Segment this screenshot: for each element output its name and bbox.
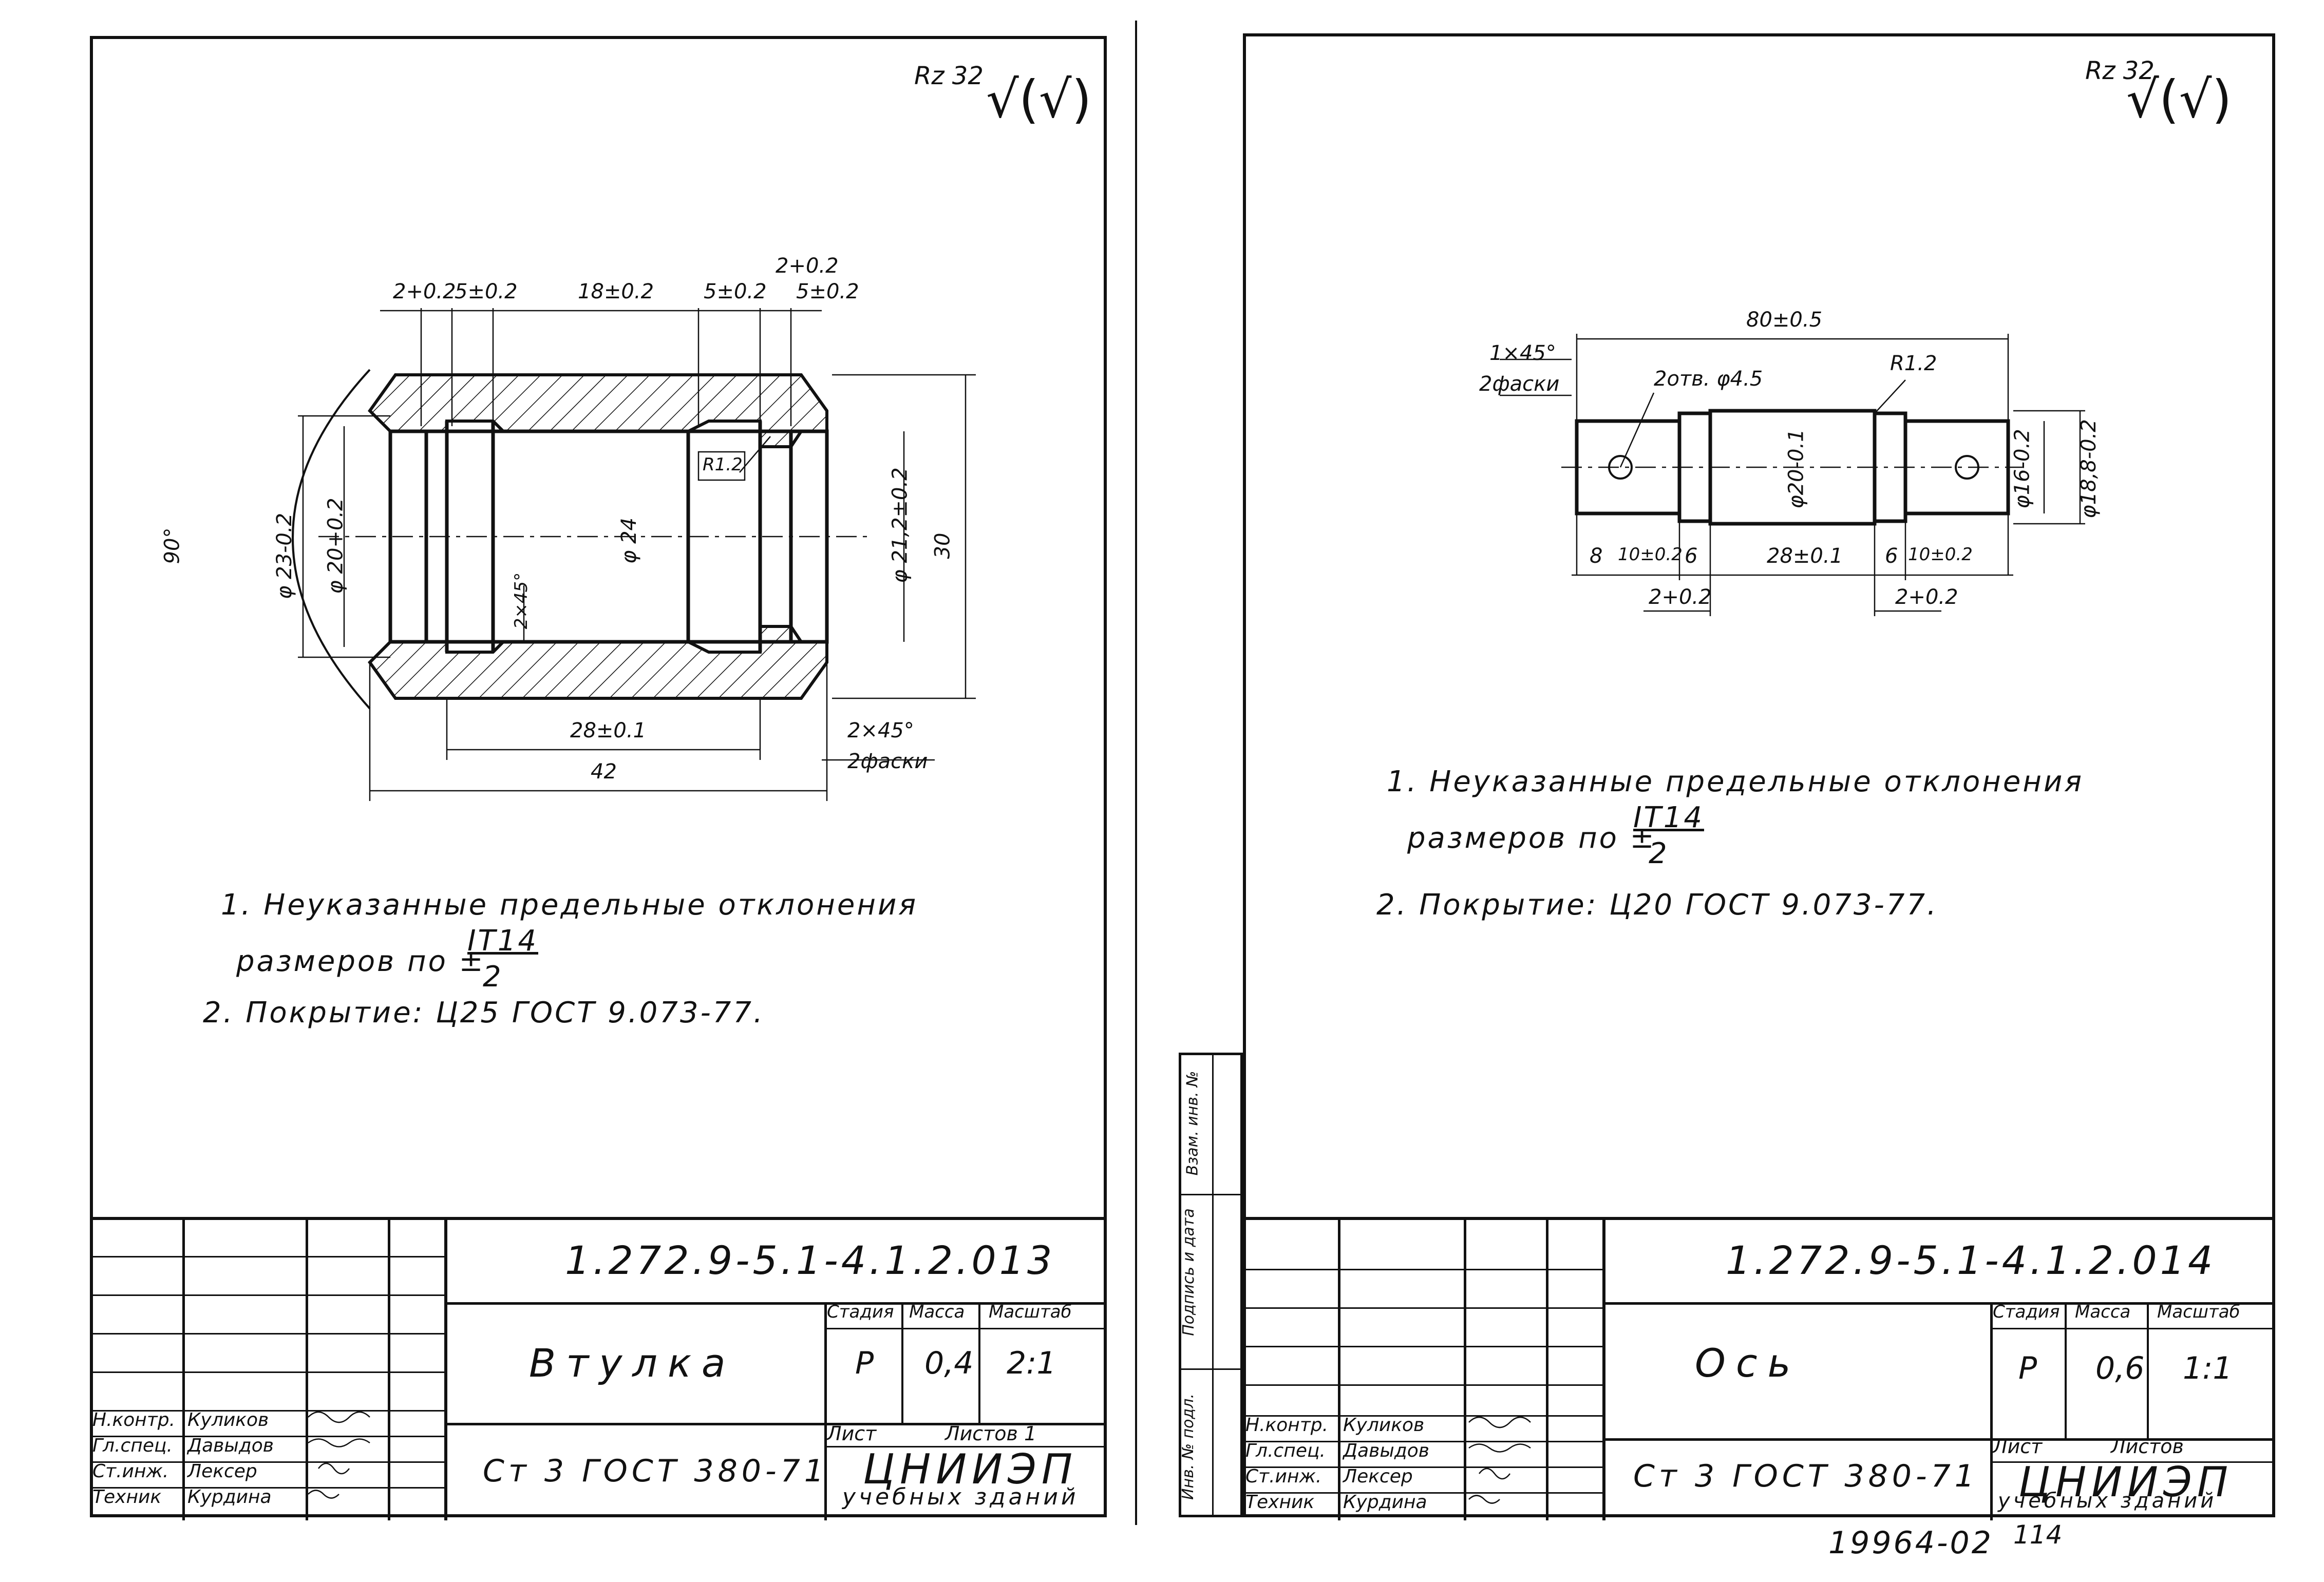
dim-r12-left: R1.2 xyxy=(703,454,743,475)
right-note-2: 2. Покрытие: Ц20 ГОСТ 9.073-77. xyxy=(1376,888,1938,922)
left-role-2: Гл.спец. xyxy=(92,1435,173,1456)
dim-28: 28±0.1 xyxy=(570,719,647,742)
right-roughness-mark: √(√) xyxy=(2126,69,2232,129)
right-note-1-line2: размеров по ± xyxy=(1407,822,1656,855)
left-scale-label: Масштаб xyxy=(989,1302,1072,1322)
left-name-2: Давыдов xyxy=(187,1435,274,1456)
left-sheets-label: Листов 1 xyxy=(945,1422,1037,1445)
right-name-4: Курдина xyxy=(1343,1492,1427,1513)
left-mass-value: 0,4 xyxy=(924,1345,974,1381)
right-org-sub: учебных зданий xyxy=(1998,1489,2217,1513)
right-note-1-frac-den: 2 xyxy=(1649,837,1669,870)
left-material: Ст 3 ГОСТ 380-71 xyxy=(483,1453,828,1489)
right-name-2: Давыдов xyxy=(1343,1440,1429,1461)
left-note-1-line2: размеров по ± xyxy=(236,945,485,978)
right-role-1: Н.контр. xyxy=(1245,1415,1329,1436)
right-name-3: Лексер xyxy=(1343,1466,1413,1487)
left-roughness-value: Rz 32 xyxy=(914,62,984,90)
dim-chamfer-outer: 2×45° xyxy=(847,719,914,742)
right-role-3: Ст.инж. xyxy=(1245,1466,1322,1487)
left-scale-value: 2:1 xyxy=(1007,1345,1056,1381)
dim-5-c: 5±0.2 xyxy=(796,280,859,303)
side-stamp-strip xyxy=(1179,1053,1243,1517)
left-name-4: Курдина xyxy=(187,1486,272,1508)
footer-page: 114 xyxy=(2013,1520,2063,1550)
sheet-divider xyxy=(1135,21,1137,1525)
right-role-4: Техник xyxy=(1245,1492,1315,1513)
dim-2-a: 2+0.2 xyxy=(393,280,456,303)
axle-dim-28: 28±0.1 xyxy=(1767,544,1843,568)
right-mass-value: 0,6 xyxy=(2095,1350,2145,1386)
left-note-2: 2. Покрытие: Ц25 ГОСТ 9.073-77. xyxy=(203,996,765,1030)
right-mass-label: Масса xyxy=(2075,1302,2131,1322)
right-roughness-value: Rz 32 xyxy=(2085,56,2155,85)
left-org: ЦНИИЭП xyxy=(863,1445,1078,1493)
dim-5-a: 5±0.2 xyxy=(455,280,518,303)
right-role-2: Гл.спец. xyxy=(1245,1440,1326,1461)
left-name-3: Лексер xyxy=(187,1461,257,1482)
axle-chamfer: 1×45° xyxy=(1489,341,1556,365)
left-title-block xyxy=(90,1217,1107,1520)
right-name-1: Куликов xyxy=(1343,1415,1425,1436)
right-note-1-line1: 1. Неуказанные предельные отклонения xyxy=(1387,765,2084,798)
right-stage-label: Стадия xyxy=(1993,1302,2060,1322)
right-sheet-label: Лист xyxy=(1993,1435,2043,1458)
right-part-name: Ось xyxy=(1695,1340,1801,1386)
axle-dim-2-a: 2+0.2 xyxy=(1649,585,1712,609)
dim-chamfer-count: 2фаски xyxy=(847,750,928,773)
left-role-3: Ст.инж. xyxy=(92,1461,169,1482)
right-note-1-frac-num: IT14 xyxy=(1633,801,1704,834)
left-name-1: Куликов xyxy=(187,1409,269,1431)
axle-dim-10-b: 10±0.2 xyxy=(1908,544,1973,565)
right-scale-value: 1:1 xyxy=(2183,1350,2233,1386)
right-scale-label: Масштаб xyxy=(2157,1302,2240,1322)
right-org: ЦНИИЭП xyxy=(2018,1458,2233,1506)
left-part-name: Втулка xyxy=(529,1340,736,1386)
axle-dim-6-b: 6 xyxy=(1885,544,1898,568)
left-note-1-frac-den: 2 xyxy=(483,960,503,994)
left-doc-code: 1.272.9-5.1-4.1.2.013 xyxy=(565,1237,1055,1283)
left-note-1-frac-num: IT14 xyxy=(467,924,538,958)
dim-18: 18±0.2 xyxy=(578,280,654,303)
footer-number: 19964-02 xyxy=(1828,1525,1993,1561)
axle-holes: 2отв. φ4.5 xyxy=(1654,367,1763,391)
left-drawing-sheet xyxy=(90,36,1107,1517)
dim-42: 42 xyxy=(591,760,617,784)
axle-r12: R1.2 xyxy=(1890,352,1937,375)
left-role-1: Н.контр. xyxy=(92,1409,176,1431)
dim-5-b: 5±0.2 xyxy=(704,280,767,303)
axle-chamfer-count: 2фаски xyxy=(1479,372,1560,396)
left-stage-value: Р xyxy=(855,1345,874,1381)
axle-dim-6-a: 6 xyxy=(1685,544,1698,568)
left-mass-label: Масса xyxy=(909,1302,965,1322)
left-note-1-line1: 1. Неуказанные предельные отклонения xyxy=(221,888,918,922)
right-doc-code: 1.272.9-5.1-4.1.2.014 xyxy=(1726,1237,2216,1283)
axle-dim-80: 80±0.5 xyxy=(1746,308,1823,332)
left-role-4: Техник xyxy=(92,1486,162,1508)
right-material: Ст 3 ГОСТ 380-71 xyxy=(1633,1458,1978,1494)
dim-2-b: 2+0.2 xyxy=(776,254,839,278)
right-sheets-label: Листов xyxy=(2111,1435,2184,1458)
left-roughness-mark: √(√) xyxy=(986,69,1092,129)
right-stage-value: Р xyxy=(2018,1350,2037,1386)
axle-dim-2-b: 2+0.2 xyxy=(1895,585,1958,609)
axle-dim-8: 8 xyxy=(1590,544,1603,568)
axle-dim-10-a: 10±0.2 xyxy=(1618,544,1683,565)
left-sheet-label: Лист xyxy=(827,1422,877,1445)
right-title-block xyxy=(1243,1217,2275,1520)
left-stage-label: Стадия xyxy=(827,1302,894,1322)
left-org-sub: учебных зданий xyxy=(842,1484,1079,1510)
